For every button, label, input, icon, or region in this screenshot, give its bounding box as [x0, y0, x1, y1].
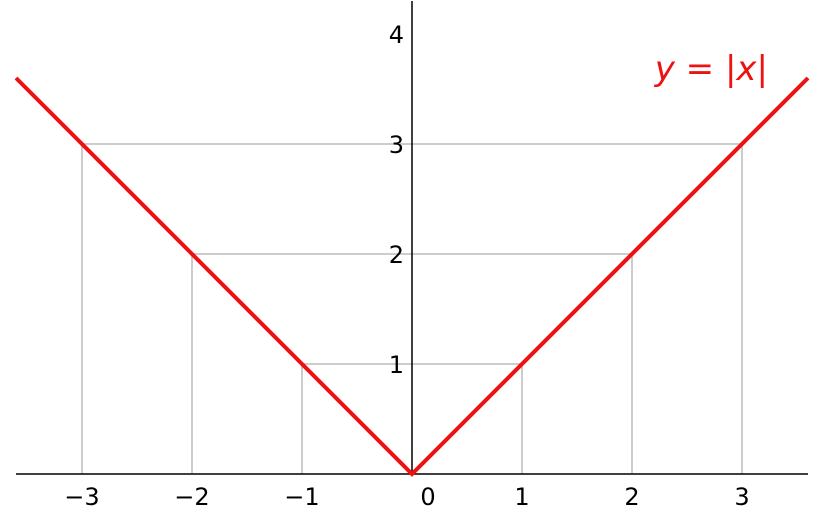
y-tick-label: 4: [389, 21, 404, 49]
x-tick-label: −1: [284, 483, 319, 510]
x-tick-label: 0: [420, 483, 435, 510]
y-tick-label: 1: [389, 351, 404, 379]
legend-part: y: [654, 49, 676, 89]
x-tick-label: 2: [624, 483, 639, 510]
x-tick-label: −2: [174, 483, 209, 510]
function-legend: y = |x|: [654, 49, 768, 89]
x-tick-label: 3: [734, 483, 749, 510]
guide-lines: [81, 143, 743, 474]
x-tick-label: −3: [64, 483, 99, 510]
y-tick-label: 2: [389, 241, 404, 269]
legend-part: |: [757, 49, 768, 89]
series-lines: [14, 76, 810, 477]
y-tick-label: 3: [389, 131, 404, 159]
tick-labels: −3 −2 −1 0 1 2 3 1 2 3 4: [64, 21, 749, 510]
series-line-0: [14, 76, 810, 477]
legend-part: = |: [675, 49, 737, 89]
legend-part: x: [735, 49, 757, 89]
x-tick-label: 1: [514, 483, 529, 510]
